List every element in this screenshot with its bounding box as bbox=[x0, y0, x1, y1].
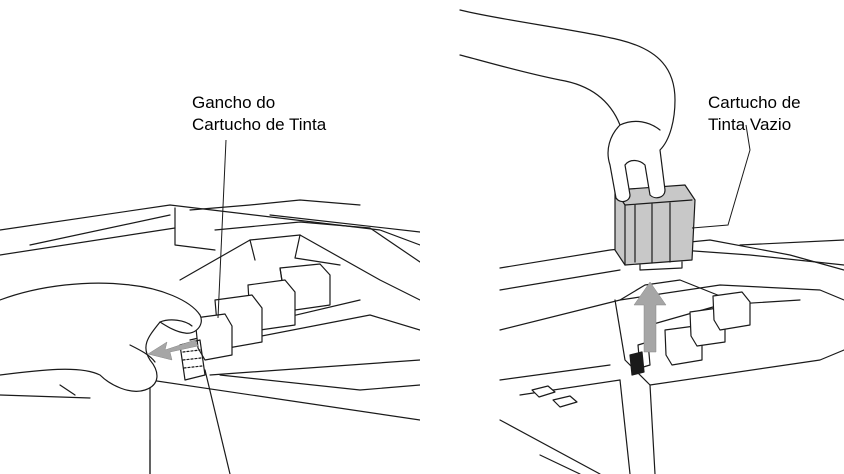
callout-hook: Gancho do Cartucho de Tinta bbox=[192, 92, 326, 136]
right-illustration: Cartucho de Tinta Vazio bbox=[420, 0, 844, 474]
lift-arrow bbox=[633, 281, 667, 353]
button-1 bbox=[531, 385, 556, 398]
cartridge-slot-4 bbox=[194, 313, 233, 361]
leader-line-hook bbox=[217, 139, 227, 319]
cartridge-slot-3 bbox=[712, 291, 751, 331]
callout-cartridge-line1: Cartucho de bbox=[708, 93, 801, 112]
button-2 bbox=[552, 395, 578, 408]
printer-open-cover-drawing bbox=[0, 139, 420, 474]
hand-left bbox=[0, 282, 202, 392]
printer-body-outline bbox=[499, 239, 844, 271]
hand-right bbox=[459, 9, 676, 203]
printer-remove-cartridge-drawing bbox=[459, 9, 844, 474]
leader-line-cartridge bbox=[691, 124, 751, 229]
printer-body-outline bbox=[0, 204, 420, 246]
empty-cartridge-lifted bbox=[614, 184, 696, 271]
callout-hook-line2: Cartucho de Tinta bbox=[192, 115, 327, 134]
left-illustration: Gancho do Cartucho de Tinta bbox=[0, 0, 420, 474]
callout-cartridge-line2: Tinta Vazio bbox=[708, 115, 792, 134]
pull-arrow bbox=[147, 339, 199, 361]
callout-hook-line1: Gancho do bbox=[192, 93, 276, 112]
callout-cartridge: Cartucho de Tinta Vazio bbox=[708, 92, 801, 136]
